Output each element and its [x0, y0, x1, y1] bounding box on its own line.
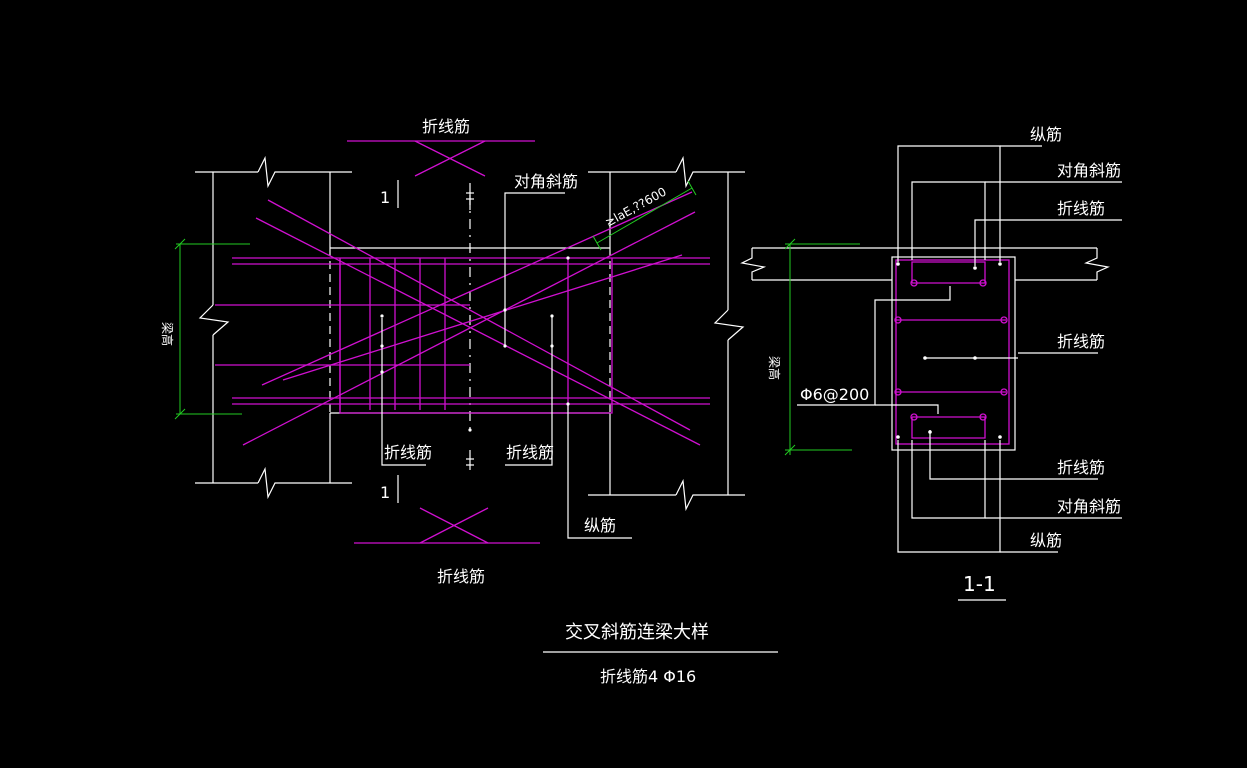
label-diagonal-bottom: 对角斜筋 [1057, 497, 1121, 516]
label-bent-mid: 折线筋 [1057, 332, 1105, 351]
stirrups [339, 258, 569, 410]
top-bent-bar-symbol [347, 140, 535, 210]
anchorage-dimension [592, 180, 697, 251]
label-stirrup: Φ6@200 [800, 385, 869, 404]
section-outline [740, 247, 1110, 451]
section-bar-dots [896, 262, 1002, 439]
drawing-note: 折线筋4 Φ16 [600, 667, 696, 686]
section-leaders [797, 145, 1122, 553]
drawing-title-block: 交叉斜筋连梁大样 折线筋4 Φ16 [543, 622, 778, 686]
drawing-title: 交叉斜筋连梁大样 [565, 622, 709, 643]
label-bent-bar-left: 折线筋 [384, 443, 432, 462]
elevation-view: 折线筋 对角斜筋 ≥laE,??600 1 1 折线筋 折线筋 纵筋 折线筋 梁… [160, 117, 745, 586]
section-title: 1-1 [963, 572, 996, 596]
elevation-leaders [381, 192, 632, 539]
bottom-bent-bar-symbol [354, 450, 540, 544]
label-bent-bar-mid: 折线筋 [506, 443, 554, 462]
section-cut-label-top: 1 [380, 188, 390, 207]
label-longitudinal-bottom: 纵筋 [1030, 531, 1062, 550]
label-section-beam-height: 梁高 [767, 356, 782, 380]
diagonal-bars [242, 191, 701, 446]
section-height-dimension [784, 238, 860, 456]
longitudinal-bars [215, 257, 710, 414]
section-rebar-cage [894, 259, 1010, 445]
label-top-bent-bar: 折线筋 [422, 117, 470, 136]
label-diagonal-bar: 对角斜筋 [514, 172, 578, 191]
label-bent-bottom: 折线筋 [1057, 458, 1105, 477]
label-bottom-bent-bar: 折线筋 [437, 567, 485, 586]
label-beam-height: 梁高 [160, 322, 175, 346]
section-view: 纵筋 对角斜筋 折线筋 折线筋 Φ6@200 梁高 折线筋 对角斜筋 纵筋 1-… [740, 125, 1122, 601]
left-wall-outline [195, 155, 352, 500]
label-bent-top: 折线筋 [1057, 199, 1105, 218]
bar-nodes [380, 256, 570, 432]
beam-height-dimension [174, 238, 250, 420]
label-longitudinal-top: 纵筋 [1030, 125, 1062, 144]
label-diagonal-top: 对角斜筋 [1057, 161, 1121, 180]
label-longitudinal-bar: 纵筋 [584, 516, 616, 535]
section-cut-label-bottom: 1 [380, 483, 390, 502]
